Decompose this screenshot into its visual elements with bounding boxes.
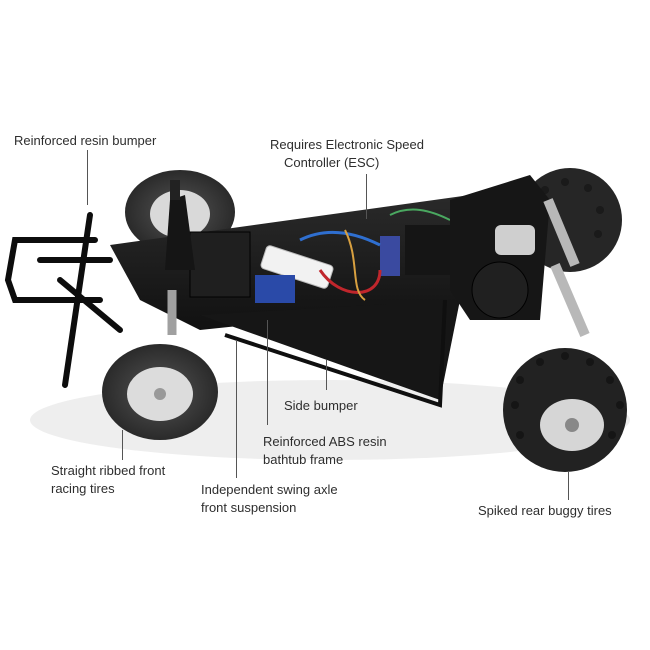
- label-reinforced-resin-bumper: Reinforced resin bumper: [14, 132, 156, 150]
- side-bumper: [224, 299, 447, 408]
- label-text-line-1: Reinforced ABS resin: [263, 434, 387, 449]
- label-text-line-2: bathtub frame: [263, 452, 344, 467]
- front-shock-tower: [165, 195, 195, 270]
- label-text-line-1: Straight ribbed front: [51, 463, 166, 478]
- label-bathtub-frame: Reinforced ABS resin bathtub frame: [263, 433, 387, 469]
- label-text: Spiked rear buggy tires: [478, 503, 612, 518]
- label-text: Reinforced resin bumper: [14, 133, 157, 148]
- steering-servo: [189, 231, 251, 298]
- wire-green: [389, 208, 451, 221]
- wire-orange: [344, 229, 366, 301]
- leader-line-front-tires: [122, 430, 123, 460]
- front-bumper: [4, 212, 123, 388]
- label-text-line-1: Independent swing axle: [201, 482, 338, 497]
- label-side-bumper: Side bumper: [284, 397, 358, 415]
- label-front-suspension: Independent swing axle front suspension: [201, 481, 338, 517]
- leader-line-esc: [366, 174, 367, 219]
- leader-line-frame: [267, 320, 268, 425]
- receiver: [255, 275, 295, 303]
- motor: [495, 225, 535, 255]
- label-esc: Requires Electronic Speed Controller (ES…: [270, 136, 424, 172]
- receiver-box: [405, 225, 450, 275]
- frame-side-panel: [200, 300, 460, 400]
- label-text-line-1: Requires Electronic Speed: [270, 137, 424, 152]
- wire-blue: [299, 230, 381, 247]
- label-text-line-2: front suspension: [201, 500, 297, 515]
- leader-line-side-bumper: [326, 360, 327, 390]
- label-rear-tires: Spiked rear buggy tires: [478, 502, 612, 520]
- label-text-line-2: Controller (ESC): [284, 155, 380, 170]
- leader-line-rear-tires: [568, 472, 569, 500]
- esc-unit: [380, 236, 400, 276]
- leader-line-suspension: [236, 340, 237, 478]
- front-wheel-near: [102, 344, 218, 440]
- label-text-line-2: racing tires: [51, 481, 115, 496]
- leader-line-bumper: [87, 150, 88, 205]
- rear-shock-lower: [550, 263, 590, 337]
- label-front-tires: Straight ribbed front racing tires: [51, 462, 165, 498]
- label-text: Side bumper: [284, 398, 358, 413]
- rear-shock-upper: [543, 198, 580, 267]
- rear-wheel-near: [503, 348, 627, 472]
- wire-red: [318, 269, 382, 294]
